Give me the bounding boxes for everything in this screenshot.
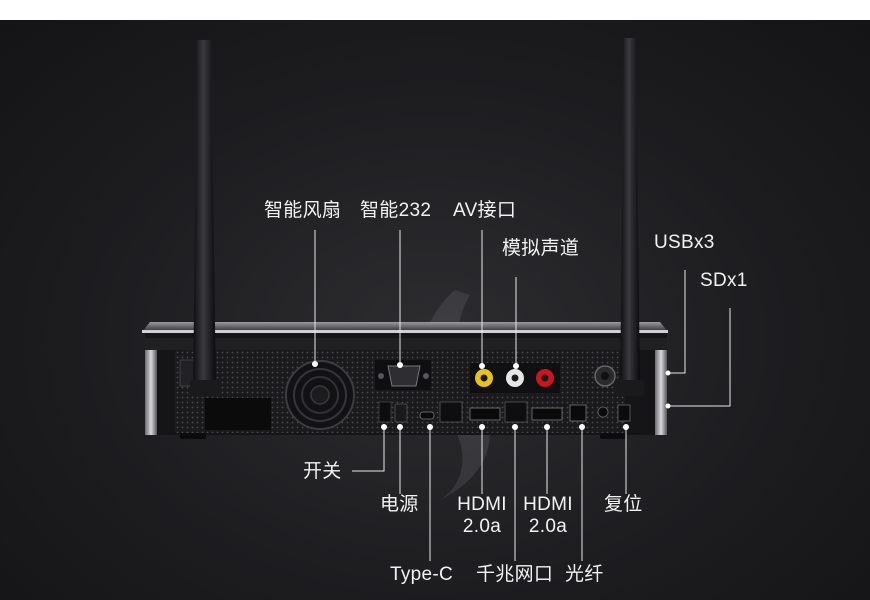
power-switch [378,401,392,423]
av-yellow-jack [475,369,493,387]
dc-power-jack [394,403,408,423]
right-side-metal [655,350,667,435]
label-type-c: Type-C [390,564,454,585]
av-white-jack [506,369,524,387]
media-player-rear-panel [142,38,731,561]
label-usb: USBx3 [654,232,715,253]
left-side-metal [145,350,157,435]
type-c-port [419,411,435,420]
label-analog-audio: 模拟声道 [502,238,580,259]
label-hdmi-2: HDMI 2.0a [518,494,578,538]
leader-lines [314,230,731,561]
fan-grille [285,360,355,430]
av-red-jack [536,369,554,387]
label-switch: 开关 [303,461,342,482]
left-foot [180,433,206,439]
hdmi-port-2 [531,407,563,421]
leader-dots [312,361,671,430]
lan-port-2 [504,401,528,423]
left-antenna [193,40,216,395]
label-gigabit-lan: 千兆网口 [476,564,554,585]
right-foot [600,433,626,439]
label-smart-232: 智能232 [360,200,432,221]
chassis-top [142,322,668,332]
label-av-port: AV接口 [453,200,517,221]
label-plate [205,398,271,430]
chassis-highlight [142,330,668,333]
label-hdmi-2-line2: 2.0a [528,516,568,537]
label-hdmi-2-line1: HDMI [523,494,573,515]
label-power: 电源 [380,494,419,515]
label-hdmi-1: HDMI 2.0a [452,494,512,538]
label-hdmi-1-line1: HDMI [457,494,507,515]
label-smart-fan: 智能风扇 [264,200,342,221]
headphone-jack [597,406,609,418]
serial-port [375,360,431,390]
label-sd: SDx1 [700,270,748,291]
reset-button [617,404,631,422]
product-stage: 智能风扇 智能232 AV接口 模拟声道 USBx3 SDx1 开关 电源 HD… [0,20,870,600]
hdmi-port-1 [469,407,501,421]
label-optical: 光纤 [565,564,604,585]
lan-port-1 [439,401,463,423]
label-reset: 复位 [604,494,643,515]
optical-port [569,404,587,422]
label-hdmi-1-line2: 2.0a [462,516,502,537]
right-antenna [620,38,640,395]
